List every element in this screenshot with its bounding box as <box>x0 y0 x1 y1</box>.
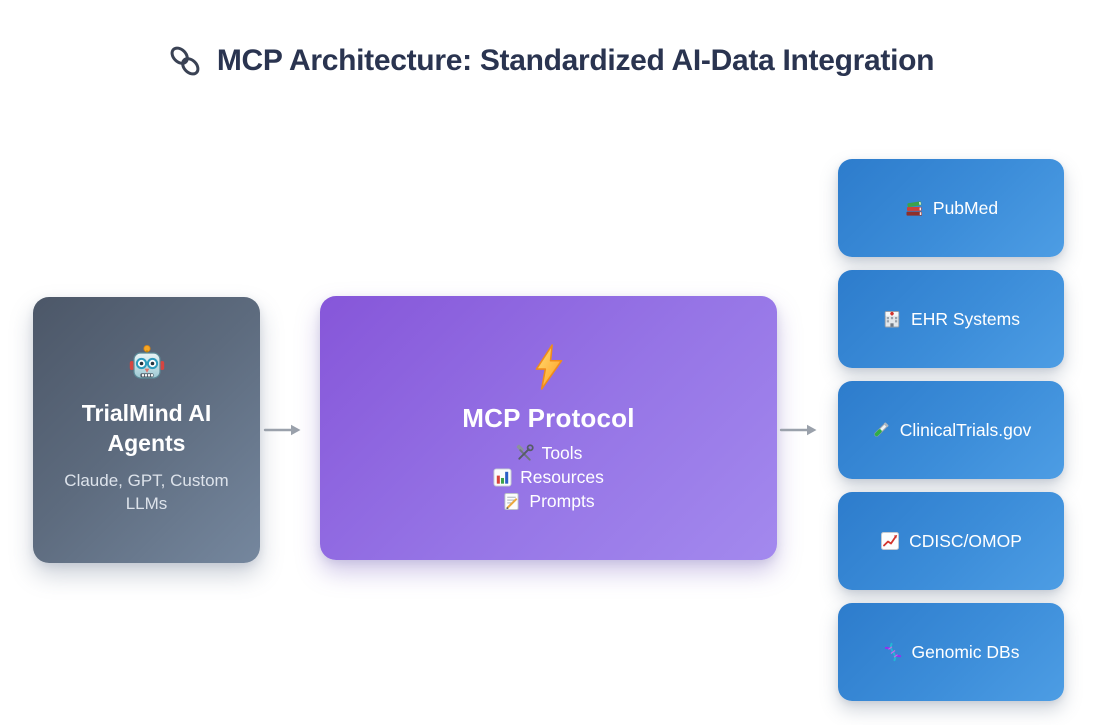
lightning-icon <box>531 344 567 390</box>
data-source-node-clinicaltrials: ClinicalTrials.gov <box>838 381 1064 479</box>
data-source-label: EHR Systems <box>911 308 1020 329</box>
robot-icon <box>127 344 167 384</box>
data-source-label: Genomic DBs <box>911 641 1020 662</box>
data-source-node-pubmed: PubMed <box>838 159 1064 257</box>
data-source-label: CDISC/OMOP <box>909 530 1022 551</box>
data-source-label: ClinicalTrials.gov <box>899 419 1032 440</box>
chart-increasing-icon <box>880 531 900 551</box>
test-tube-icon <box>871 420 891 440</box>
page-title: MCP Architecture: Standardized AI-Data I… <box>216 44 935 77</box>
protocol-capability-list: Tools Resources <box>493 443 604 512</box>
data-source-label: PubMed <box>932 197 999 218</box>
tools-icon <box>515 444 534 463</box>
memo-icon <box>502 492 521 511</box>
data-source-node-genomic-dbs: Genomic DBs <box>838 603 1064 701</box>
bar-chart-icon <box>493 468 512 487</box>
data-source-node-cdisc-omop: CDISC/OMOP <box>838 492 1064 590</box>
capability-row: Resources <box>493 467 604 488</box>
agents-node: TrialMind AI Agents Claude, GPT, Custom … <box>33 297 260 563</box>
protocol-node-title: MCP Protocol <box>462 403 635 433</box>
data-source-node-ehr: EHR Systems <box>838 270 1064 368</box>
arrow-right-icon <box>779 421 819 439</box>
capability-label: Tools <box>541 443 583 463</box>
arrow-right-icon <box>263 421 303 439</box>
books-icon <box>904 198 924 218</box>
hospital-icon <box>882 309 902 329</box>
protocol-node: MCP Protocol Tools <box>320 296 777 560</box>
capability-row: Tools <box>493 443 604 464</box>
capability-row: Prompts <box>493 491 604 512</box>
agents-node-subtitle: Claude, GPT, Custom LLMs <box>64 471 229 514</box>
page-title-row: MCP Architecture: Standardized AI-Data I… <box>0 44 1100 78</box>
agents-node-title: TrialMind AI Agents <box>81 399 212 456</box>
link-icon <box>166 44 204 78</box>
dna-icon <box>883 642 903 662</box>
capability-label: Prompts <box>529 491 595 511</box>
capability-label: Resources <box>520 467 604 487</box>
